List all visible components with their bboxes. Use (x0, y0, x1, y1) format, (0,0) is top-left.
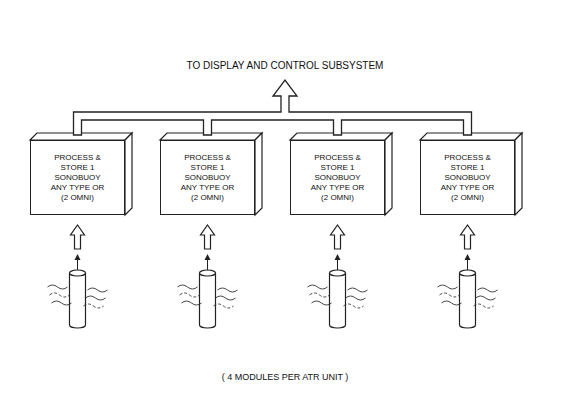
sonobuoy-body (200, 273, 216, 328)
hollow-arrow (331, 225, 345, 249)
title: TO DISPLAY AND CONTROL SUBSYSTEM (185, 60, 385, 73)
box-side-face (125, 133, 132, 215)
module-box: PROCESS & STORE 1 SONOBUOY ANY TYPE OR (… (30, 140, 125, 215)
module-label: PROCESS & STORE 1 SONOBUOY ANY TYPE OR (… (308, 153, 368, 203)
sonobuoy-group (308, 225, 368, 328)
module-label: PROCESS & STORE 1 SONOBUOY ANY TYPE OR (… (178, 153, 238, 203)
sonobuoy-body (330, 273, 346, 328)
sonobuoy-group (178, 225, 238, 328)
module-box: PROCESS & STORE 1 SONOBUOY ANY TYPE OR (… (160, 140, 255, 215)
box-side-face (385, 133, 392, 215)
module-label: PROCESS & STORE 1 SONOBUOY ANY TYPE OR (… (48, 153, 108, 203)
sonobuoy-body (70, 273, 86, 328)
hollow-arrow (461, 225, 475, 249)
sonobuoy-group (438, 225, 498, 328)
module-box: PROCESS & STORE 1 SONOBUOY ANY TYPE OR (… (290, 140, 385, 215)
module-label: PROCESS & STORE 1 SONOBUOY ANY TYPE OR (… (438, 153, 498, 203)
box-side-face (515, 133, 522, 215)
bus-arrow (74, 80, 472, 135)
box-side-face (255, 133, 262, 215)
module-box: PROCESS & STORE 1 SONOBUOY ANY TYPE OR (… (420, 140, 515, 215)
hollow-arrow (201, 225, 215, 249)
sonobuoy-body (460, 273, 476, 328)
caption: ( 4 MODULES PER ATR UNIT ) (135, 372, 435, 382)
sonobuoy-group (48, 225, 108, 328)
hollow-arrow (71, 225, 85, 249)
